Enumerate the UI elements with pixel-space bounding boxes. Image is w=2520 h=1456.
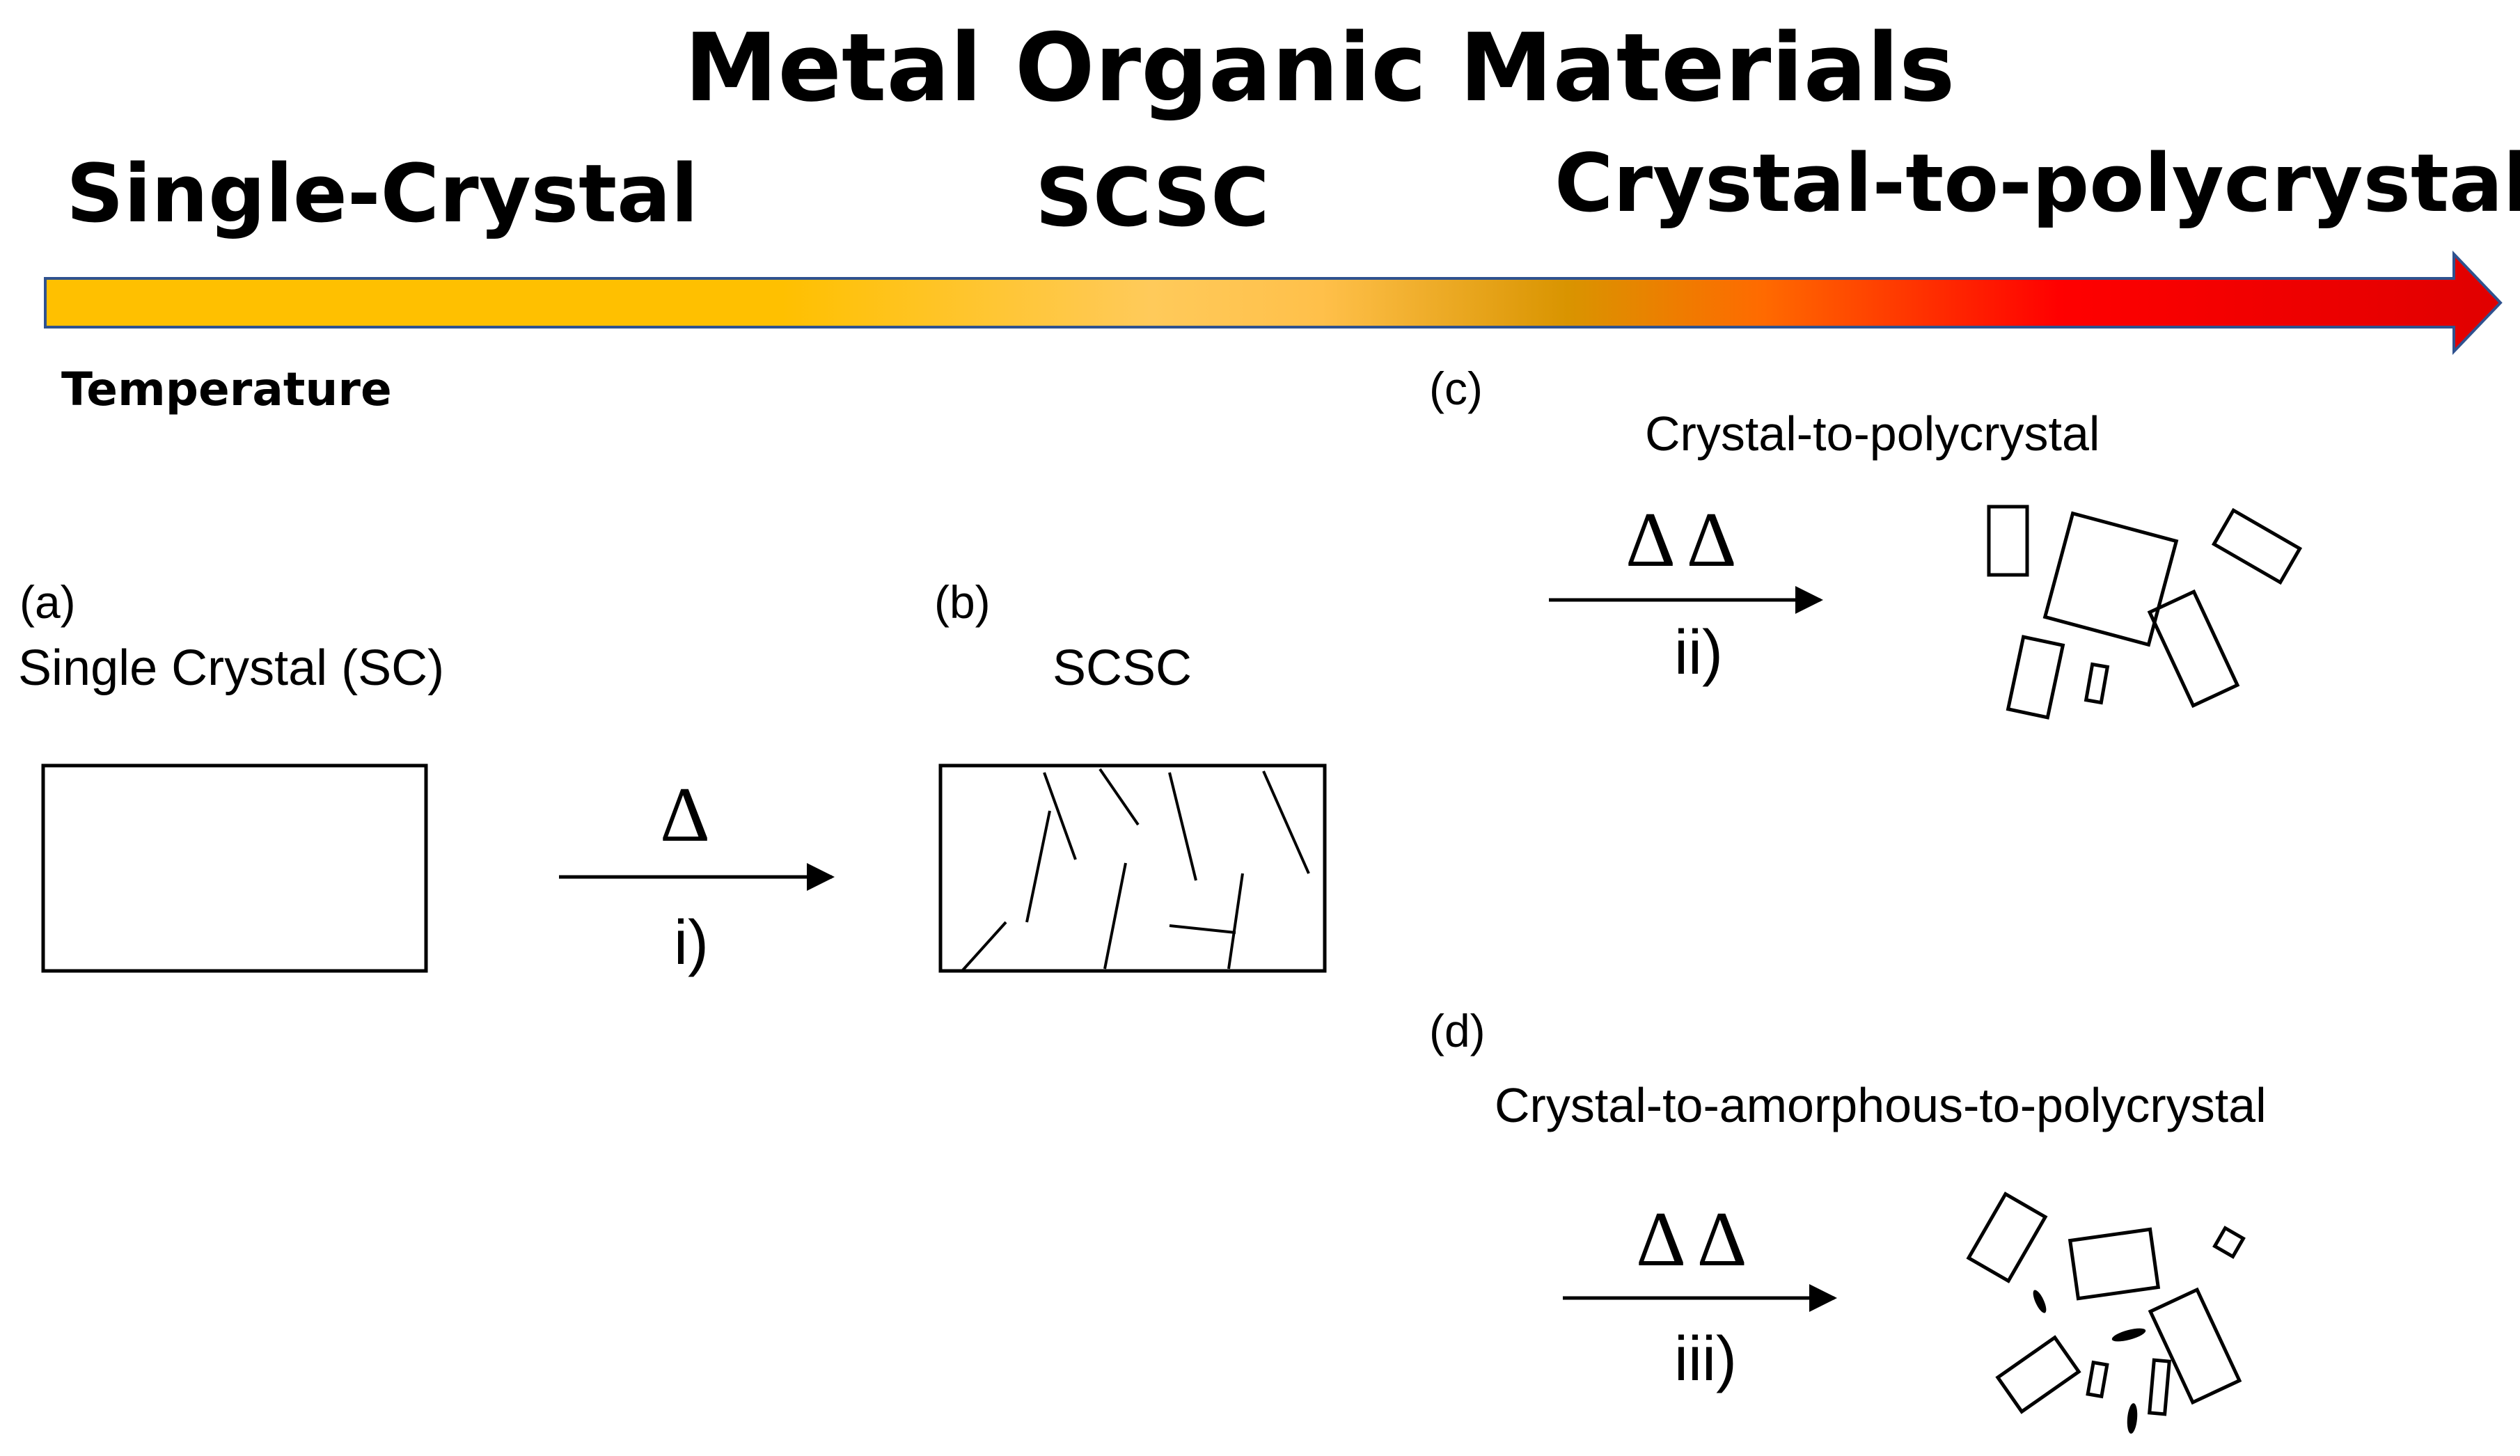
- panel-a-title: Single Crystal (SC): [18, 640, 445, 696]
- stage-scsc-label: SCSC: [1035, 152, 1270, 245]
- step-i-label: i): [674, 908, 709, 978]
- temperature-arrow: [44, 251, 2503, 355]
- step-iii-heat-symbols: Δ Δ: [1636, 1196, 1747, 1283]
- panel-a-tag: (a): [19, 576, 76, 628]
- panel-c-tag: (c): [1429, 363, 1483, 414]
- scsc-box: [938, 763, 1327, 973]
- step-ii-heat-symbols: Δ Δ: [1625, 497, 1737, 583]
- single-crystal-box: [41, 763, 428, 973]
- temperature-axis-label: Temperature: [61, 363, 392, 416]
- amorphous-polycrystal-fragments: [1966, 1192, 2246, 1416]
- diagram-title: Metal Organic Materials: [684, 13, 1955, 122]
- amorphous-particles: [2033, 1290, 2146, 1434]
- step-i-heat-symbol: Δ: [660, 772, 711, 858]
- step-ii-label: ii): [1674, 618, 1723, 688]
- panel-c-title: Crystal-to-polycrystal: [1645, 406, 2100, 461]
- panel-b-tag: (b): [934, 576, 991, 628]
- crack-lines: [961, 768, 1310, 972]
- step-iii-label: iii): [1674, 1324, 1737, 1394]
- stage-polycrystal-label: Crystal-to-polycrystal: [1554, 137, 2520, 230]
- panel-d-title: Crystal-to-amorphous-to-polycrystal: [1495, 1078, 2267, 1132]
- polycrystal-fragments: [1987, 505, 2303, 720]
- panel-b-title: SCSC: [1053, 640, 1192, 696]
- panel-d-tag: (d): [1429, 1005, 1486, 1057]
- stage-single-crystal-label: Single-Crystal: [66, 148, 699, 241]
